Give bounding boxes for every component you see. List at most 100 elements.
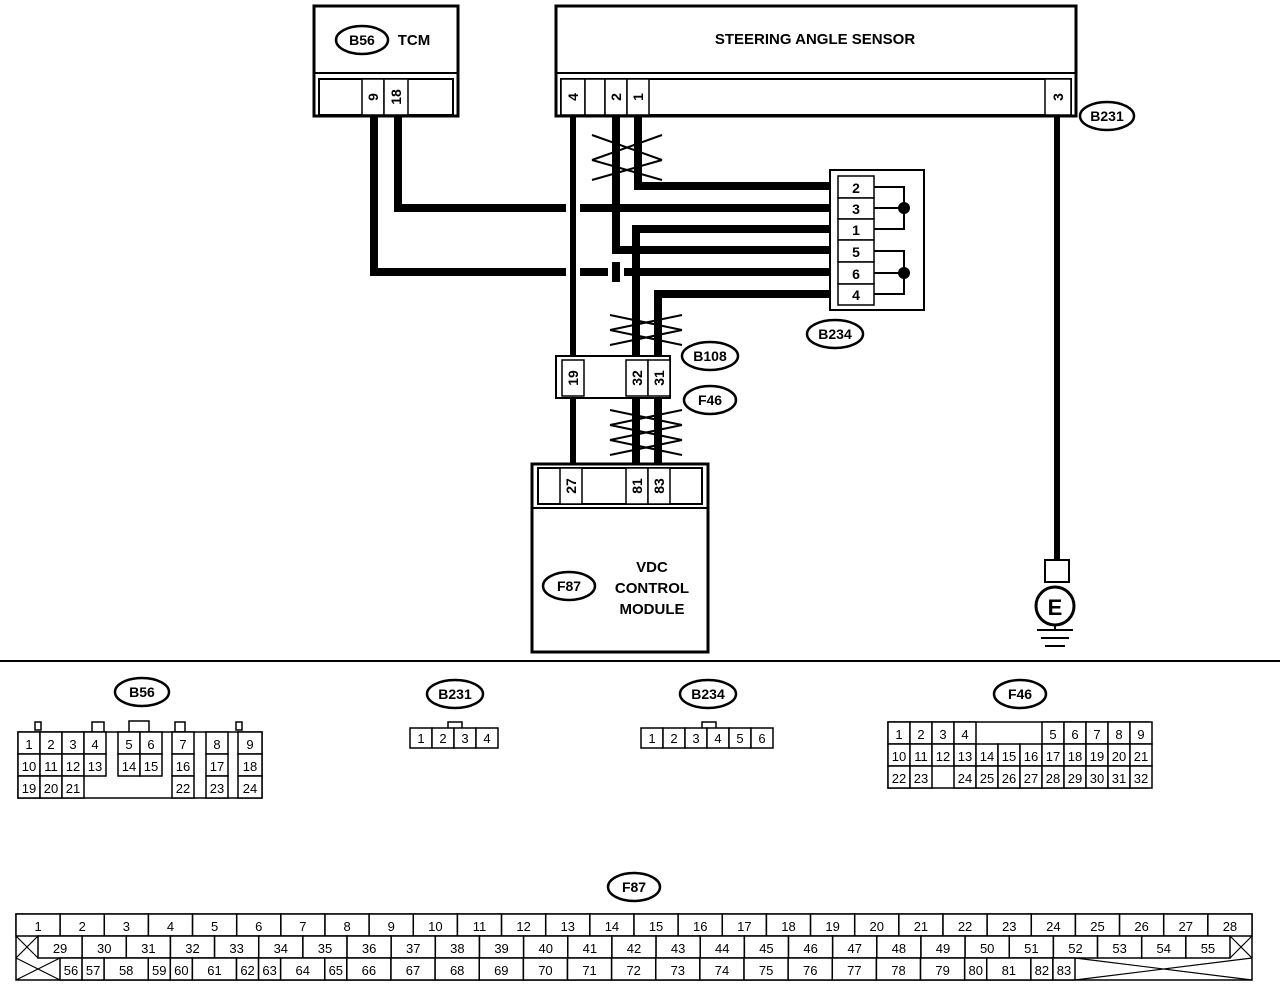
b234-pin-6: 6 [758, 731, 765, 746]
f87-pin-74: 74 [715, 963, 729, 978]
f46-pin-27: 27 [1024, 771, 1038, 786]
f87-pin-53: 53 [1112, 941, 1126, 956]
f46-pin-31: 31 [1112, 771, 1126, 786]
b234-pin-4: 4 [714, 731, 721, 746]
b56-pin-17: 17 [210, 759, 224, 774]
f87-pin-7: 7 [299, 919, 306, 934]
tcm-pin-9: 9 [365, 93, 381, 101]
b234-pin-1: 1 [852, 222, 860, 238]
f87-pin-10: 10 [428, 919, 442, 934]
f87-pin-24: 24 [1046, 919, 1060, 934]
f87-pin-13: 13 [561, 919, 575, 934]
f87-pin-82: 82 [1035, 963, 1049, 978]
b231-pin-3: 3 [461, 731, 468, 746]
f46-pin-22: 22 [892, 771, 906, 786]
f46-pin-11: 11 [914, 749, 928, 764]
f46-cell [1129, 765, 1153, 789]
b56-cell [61, 775, 85, 799]
f46-pin-20: 20 [1112, 749, 1126, 764]
b231-cell [475, 727, 499, 749]
sensor-pin-2: 2 [608, 93, 624, 101]
steering-angle-sensor: STEERING ANGLE SENSOR 4 2 1 3 B231 [554, 4, 1136, 132]
b56-pin-16: 16 [176, 759, 190, 774]
view-b231-label: B231 [438, 686, 472, 702]
b56-pin-18: 18 [243, 759, 257, 774]
f87-pin-28: 28 [1223, 919, 1237, 934]
ground-label: E [1048, 595, 1063, 620]
f87-pin-31: 31 [141, 941, 155, 956]
sensor-pin-3: 3 [1050, 93, 1066, 101]
b56-pin-19: 19 [22, 781, 36, 796]
f87-pin-51: 51 [1024, 941, 1038, 956]
f46-pin-30: 30 [1090, 771, 1104, 786]
f87-pin-46: 46 [803, 941, 817, 956]
b56-pin-21: 21 [66, 781, 80, 796]
f87-pin-39: 39 [494, 941, 508, 956]
twisted-pair-marks [591, 134, 683, 456]
b234-pin-2: 2 [670, 731, 677, 746]
vdc-pin-81: 81 [629, 478, 645, 494]
b56-cell [171, 775, 195, 799]
f46-pin-1: 1 [895, 727, 902, 742]
b56-pin-6: 6 [147, 737, 154, 752]
f46-pin-4: 4 [961, 727, 968, 742]
view-b56-label: B56 [129, 684, 155, 700]
f87-pin-1: 1 [34, 919, 41, 934]
b234-pin-3: 3 [852, 201, 860, 217]
f87-pin-59: 59 [152, 963, 166, 978]
f87-pin-30: 30 [97, 941, 111, 956]
f46-pin-13: 13 [958, 749, 972, 764]
f46-pin-2: 2 [917, 727, 924, 742]
f87-pin-61: 61 [207, 963, 221, 978]
f46-pin-9: 9 [1137, 727, 1144, 742]
f87-pin-78: 78 [891, 963, 905, 978]
b56-pin-7: 7 [179, 737, 186, 752]
f87-pin-58: 58 [119, 963, 133, 978]
f87-pin-47: 47 [848, 941, 862, 956]
b234-joint-connector: 2 3 1 5 6 4 B234 [805, 169, 925, 350]
f87-pin-4: 4 [167, 919, 174, 934]
f46-pin-18: 18 [1068, 749, 1082, 764]
f87-pin-45: 45 [759, 941, 773, 956]
f87-pin-72: 72 [626, 963, 640, 978]
f87-pin-3: 3 [123, 919, 130, 934]
f87-pin-34: 34 [274, 941, 288, 956]
f46-pin-7: 7 [1093, 727, 1100, 742]
b56-pin-3: 3 [69, 737, 76, 752]
b234-pin-6: 6 [852, 266, 860, 282]
f87-pin-57: 57 [86, 963, 100, 978]
tcm-pin-18: 18 [388, 89, 404, 105]
b56-cell [139, 753, 163, 777]
f46-pin-21: 21 [1134, 749, 1148, 764]
b56-pin-4: 4 [91, 737, 98, 752]
f87-pin-12: 12 [516, 919, 530, 934]
b231-pin-1: 1 [417, 731, 424, 746]
inline-connector: 19 32 31 B108 F46 [555, 340, 740, 416]
f87-cell [1052, 957, 1076, 981]
f87-pin-63: 63 [262, 963, 276, 978]
b234-pin-3: 3 [692, 731, 699, 746]
f46-pin-32: 32 [1134, 771, 1148, 786]
f87-pin-76: 76 [803, 963, 817, 978]
f46-pin-16: 16 [1024, 749, 1038, 764]
f46-pin-17: 17 [1046, 749, 1060, 764]
b234-pin-5: 5 [852, 244, 860, 260]
f46-pin-19: 19 [1090, 749, 1104, 764]
b56-pin-2: 2 [47, 737, 54, 752]
f87-pin-65: 65 [329, 963, 343, 978]
f87-pin-49: 49 [936, 941, 950, 956]
f87-pin-8: 8 [343, 919, 350, 934]
f87-pin-81: 81 [1002, 963, 1016, 978]
b56-cell [237, 775, 263, 799]
view-f87-label: F87 [622, 879, 646, 895]
sensor-name: STEERING ANGLE SENSOR [715, 31, 915, 48]
b56-cell [83, 753, 107, 777]
f87-pin-62: 62 [240, 963, 254, 978]
f87-pin-35: 35 [318, 941, 332, 956]
inline-pin-19: 19 [565, 370, 581, 386]
f87-pin-50: 50 [980, 941, 994, 956]
